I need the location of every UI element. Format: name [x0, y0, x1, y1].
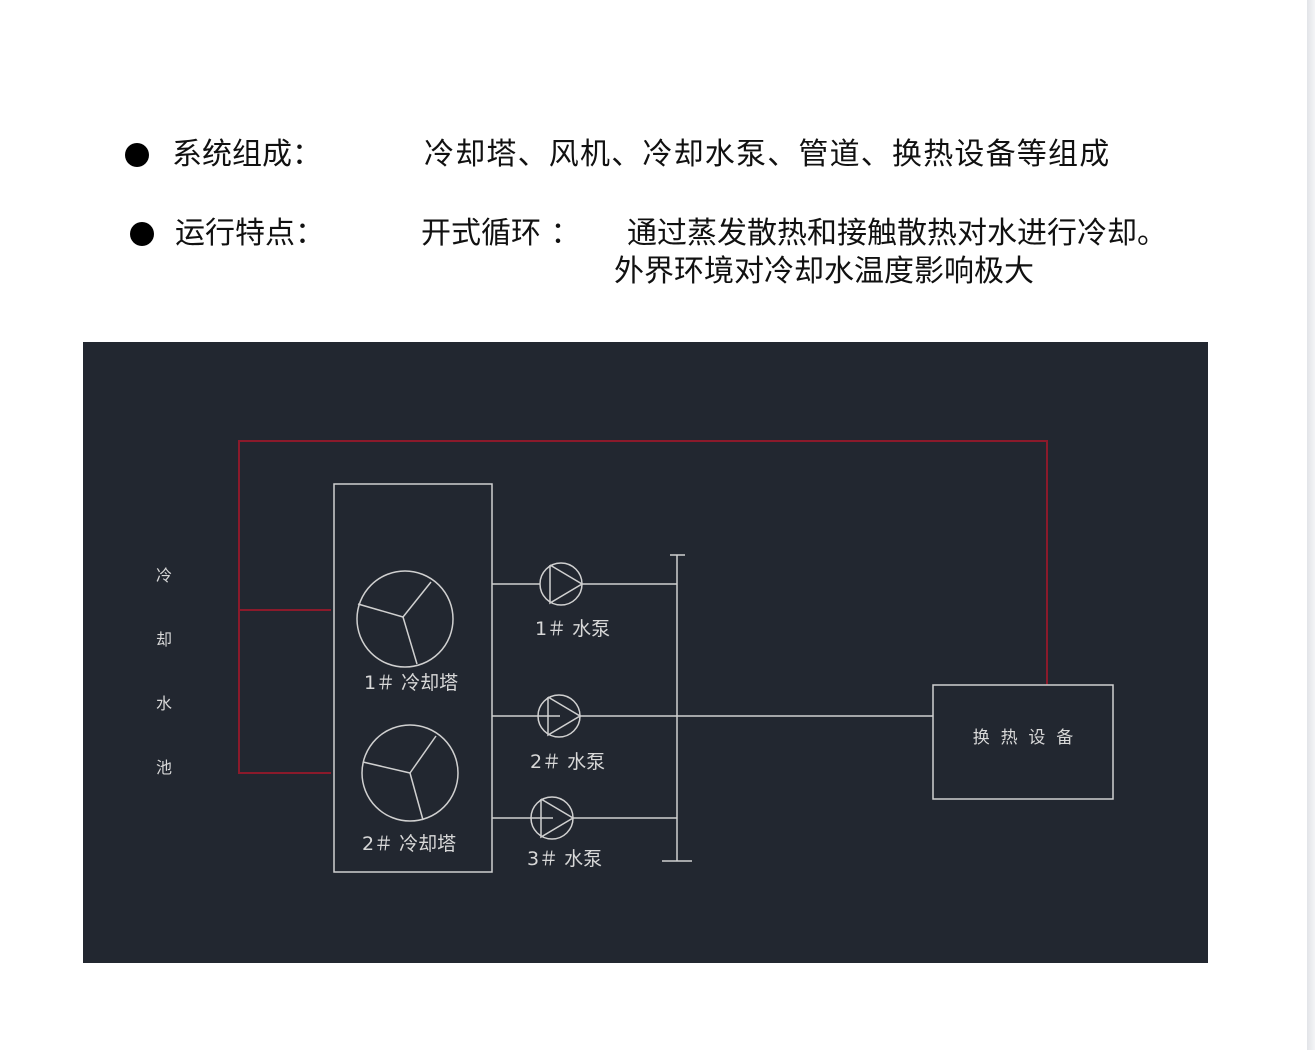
cooling-system-diagram: 冷 却 水 池 1＃ 冷却塔 2＃ 冷却塔 1＃ 水泵 2＃ 水泵 3＃ 水泵 …: [83, 342, 1208, 963]
row-content-features-2: 外界环境对冷却水温度影响极大: [614, 254, 1034, 289]
diagram-svg: 冷 却 水 池 1＃ 冷却塔 2＃ 冷却塔 1＃ 水泵 2＃ 水泵 3＃ 水泵 …: [156, 440, 1114, 873]
tower-label: 1＃ 冷却塔: [364, 672, 458, 694]
row-content-features-1: 通过蒸发散热和接触散热对水进行冷却。: [627, 216, 1167, 251]
heat-exchanger-box: [932, 684, 1114, 800]
pump-icon: [537, 694, 582, 738]
pool-label: 冷: [156, 566, 172, 585]
supply-pipe: [492, 554, 933, 862]
pool-label: 池: [156, 758, 172, 777]
bullet-icon: [125, 143, 149, 167]
pump-icon: [530, 796, 575, 840]
tower-label: 2＃ 冷却塔: [362, 833, 456, 855]
pool-label: 水: [156, 694, 172, 713]
pool-label: 却: [156, 630, 172, 649]
bullet-icon: [130, 222, 154, 246]
pump-label: 2＃ 水泵: [530, 751, 605, 773]
pump-label: 1＃ 水泵: [535, 618, 610, 640]
pump-label: 3＃ 水泵: [527, 848, 602, 870]
row-content-composition: 冷却塔、风机、冷却水泵、管道、换热设备等组成: [424, 137, 1111, 172]
fan-icon: [361, 724, 459, 822]
page-edge: [1307, 0, 1315, 1050]
row-label-composition: 系统组成：: [172, 137, 322, 172]
cooling-tower-frame: [333, 483, 493, 873]
heat-exchanger-label: 换 热 设 备: [973, 728, 1073, 748]
row-mode-features: 开式循环 ：: [421, 216, 581, 251]
return-pipe: [238, 440, 1048, 774]
fan-icon: [356, 570, 454, 668]
pump-icon: [539, 562, 584, 606]
row-label-features: 运行特点：: [175, 216, 325, 251]
